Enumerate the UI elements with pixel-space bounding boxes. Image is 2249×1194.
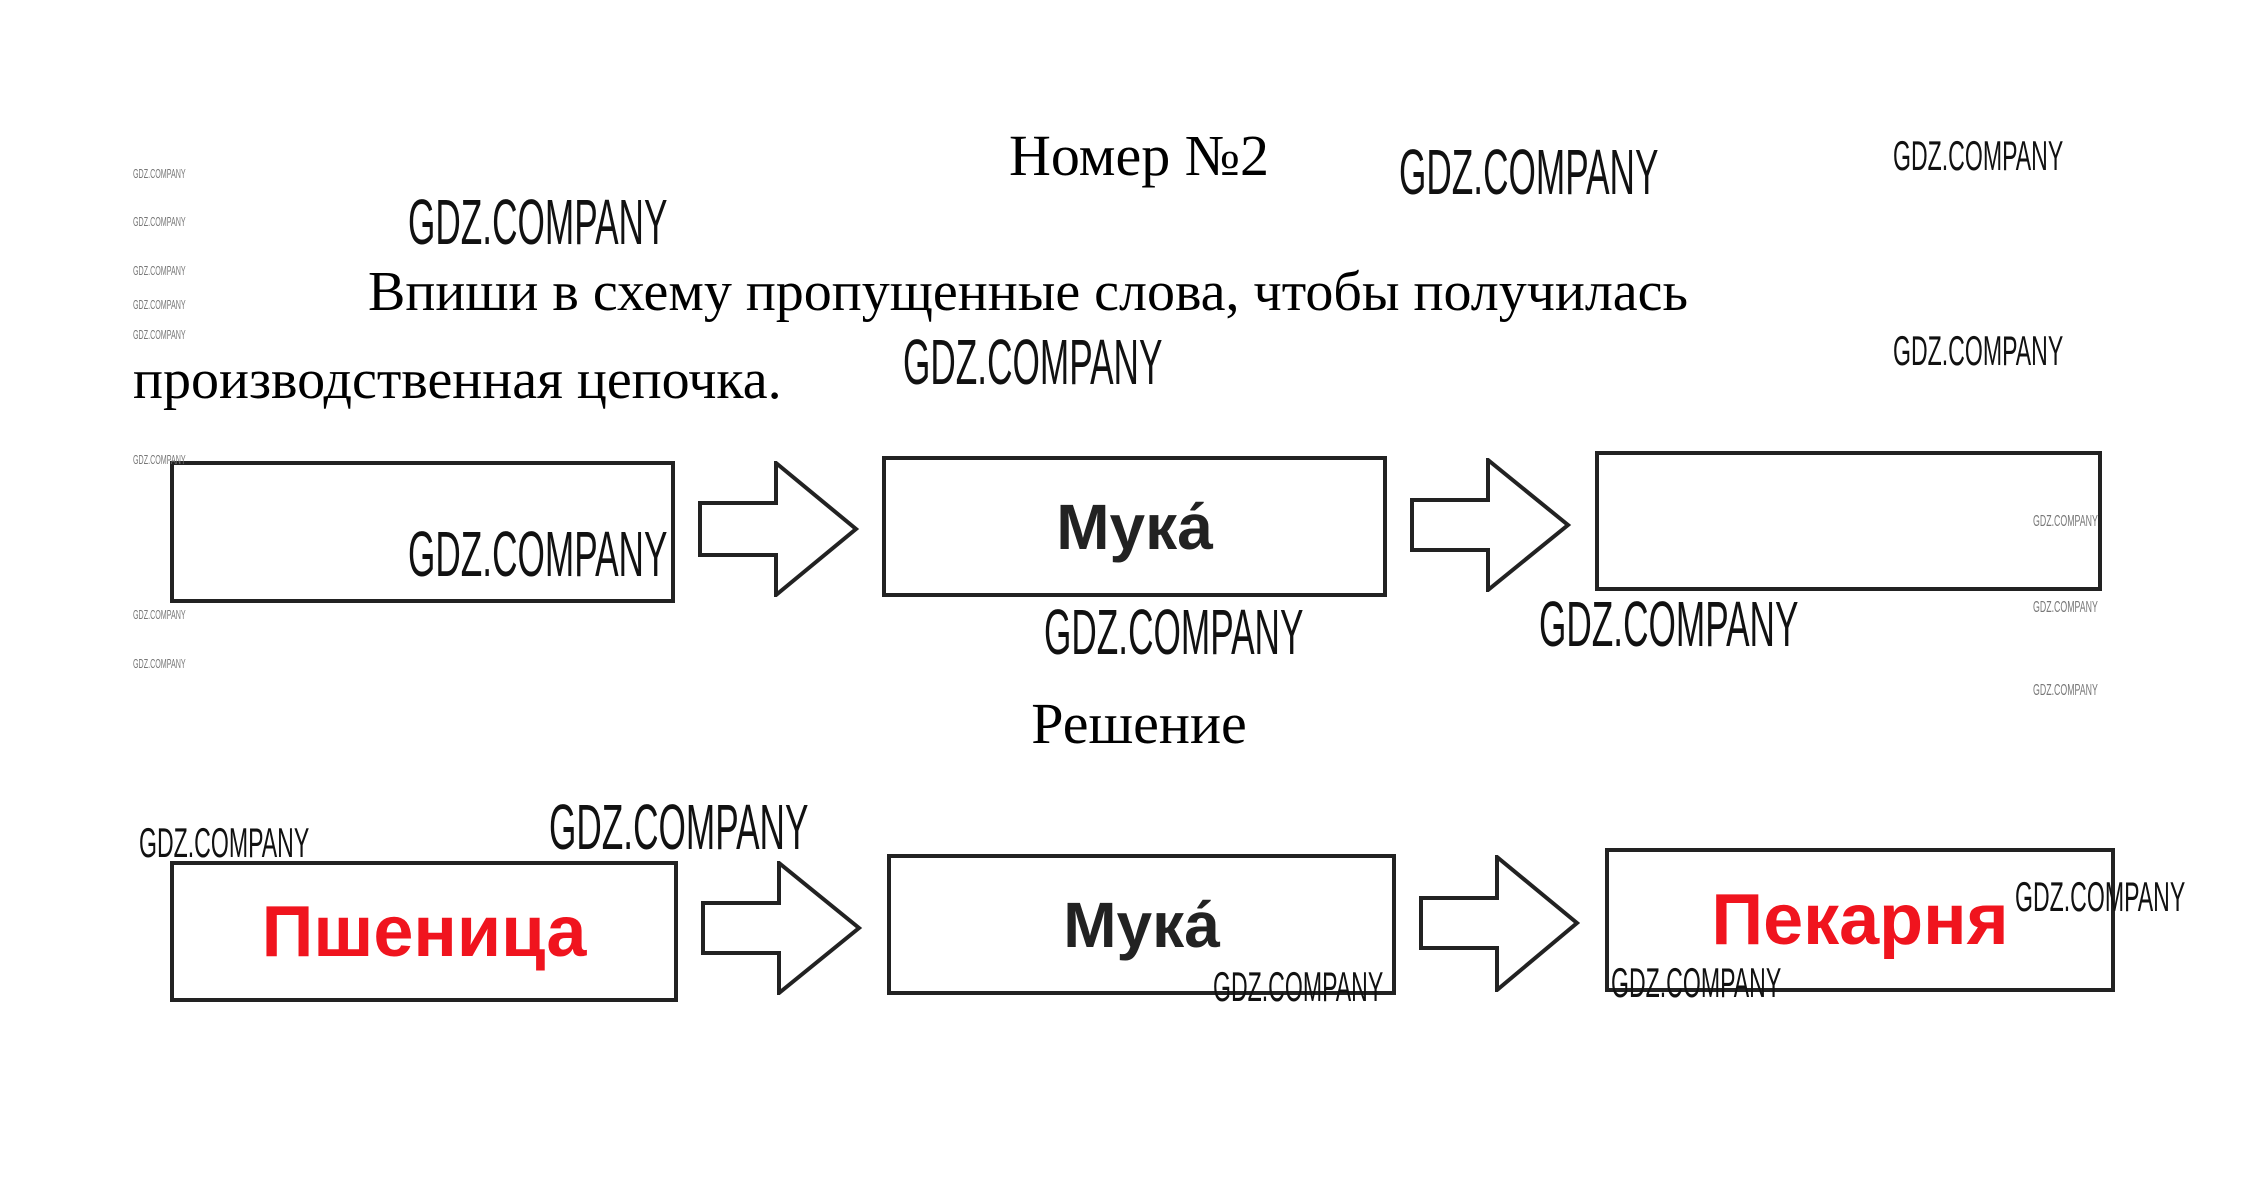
arrow-right-icon — [701, 861, 863, 995]
watermark: GDZ.COMPANY — [1611, 959, 1782, 1006]
arrow-right-icon — [698, 461, 860, 597]
watermark: GDZ.COMPANY — [133, 607, 186, 622]
solution-box-bakery: Пекарня — [1605, 848, 2115, 992]
watermark: GDZ.COMPANY — [133, 263, 186, 278]
watermark: GDZ.COMPANY — [2015, 873, 2186, 920]
watermark: GDZ.COMPANY — [139, 819, 310, 866]
watermark: GDZ.COMPANY — [1399, 136, 1659, 208]
solution-heading: Решение — [1031, 691, 1247, 756]
watermark: GDZ.COMPANY — [133, 166, 186, 181]
watermark: GDZ.COMPANY — [1539, 588, 1799, 660]
watermark: GDZ.COMPANY — [1044, 596, 1304, 668]
watermark: GDZ.COMPANY — [549, 791, 809, 863]
watermark: GDZ.COMPANY — [2033, 513, 2098, 530]
arrow-right-icon — [1410, 458, 1572, 592]
watermark: GDZ.COMPANY — [2033, 599, 2098, 616]
watermark: GDZ.COMPANY — [1213, 963, 1384, 1010]
answer-text: Пшеница — [261, 891, 587, 972]
watermark: GDZ.COMPANY — [133, 297, 186, 312]
chain-box-empty-3 — [1595, 451, 2102, 591]
watermark: GDZ.COMPANY — [2033, 682, 2098, 699]
chain-box-empty-1 — [170, 461, 675, 603]
arrow-right-icon — [1419, 855, 1581, 992]
task-text-line-1: Впиши в схему пропущенные слова, чтобы п… — [368, 261, 1689, 323]
watermark: GDZ.COMPANY — [408, 186, 668, 258]
watermark: GDZ.COMPANY — [408, 518, 668, 590]
watermark: GDZ.COMPANY — [133, 327, 186, 342]
chain-box-text: Мука́ — [1056, 490, 1213, 563]
watermark: GDZ.COMPANY — [1893, 132, 2064, 179]
watermark: GDZ.COMPANY — [133, 656, 186, 671]
chain-box-flour: Мука́ — [882, 456, 1387, 597]
chain-box-text: Мука́ — [1063, 888, 1220, 961]
task-text-line-2: производственная цепочка. — [133, 349, 782, 411]
watermark: GDZ.COMPANY — [133, 452, 186, 467]
solution-box-wheat: Пшеница — [170, 861, 678, 1002]
solution-box-flour: Мука́ — [887, 854, 1396, 995]
watermark: GDZ.COMPANY — [903, 326, 1163, 398]
page-title: Номер №2 — [1008, 123, 1270, 188]
watermark: GDZ.COMPANY — [133, 214, 186, 229]
watermark: GDZ.COMPANY — [1893, 327, 2064, 374]
answer-text: Пекарня — [1711, 880, 2009, 960]
